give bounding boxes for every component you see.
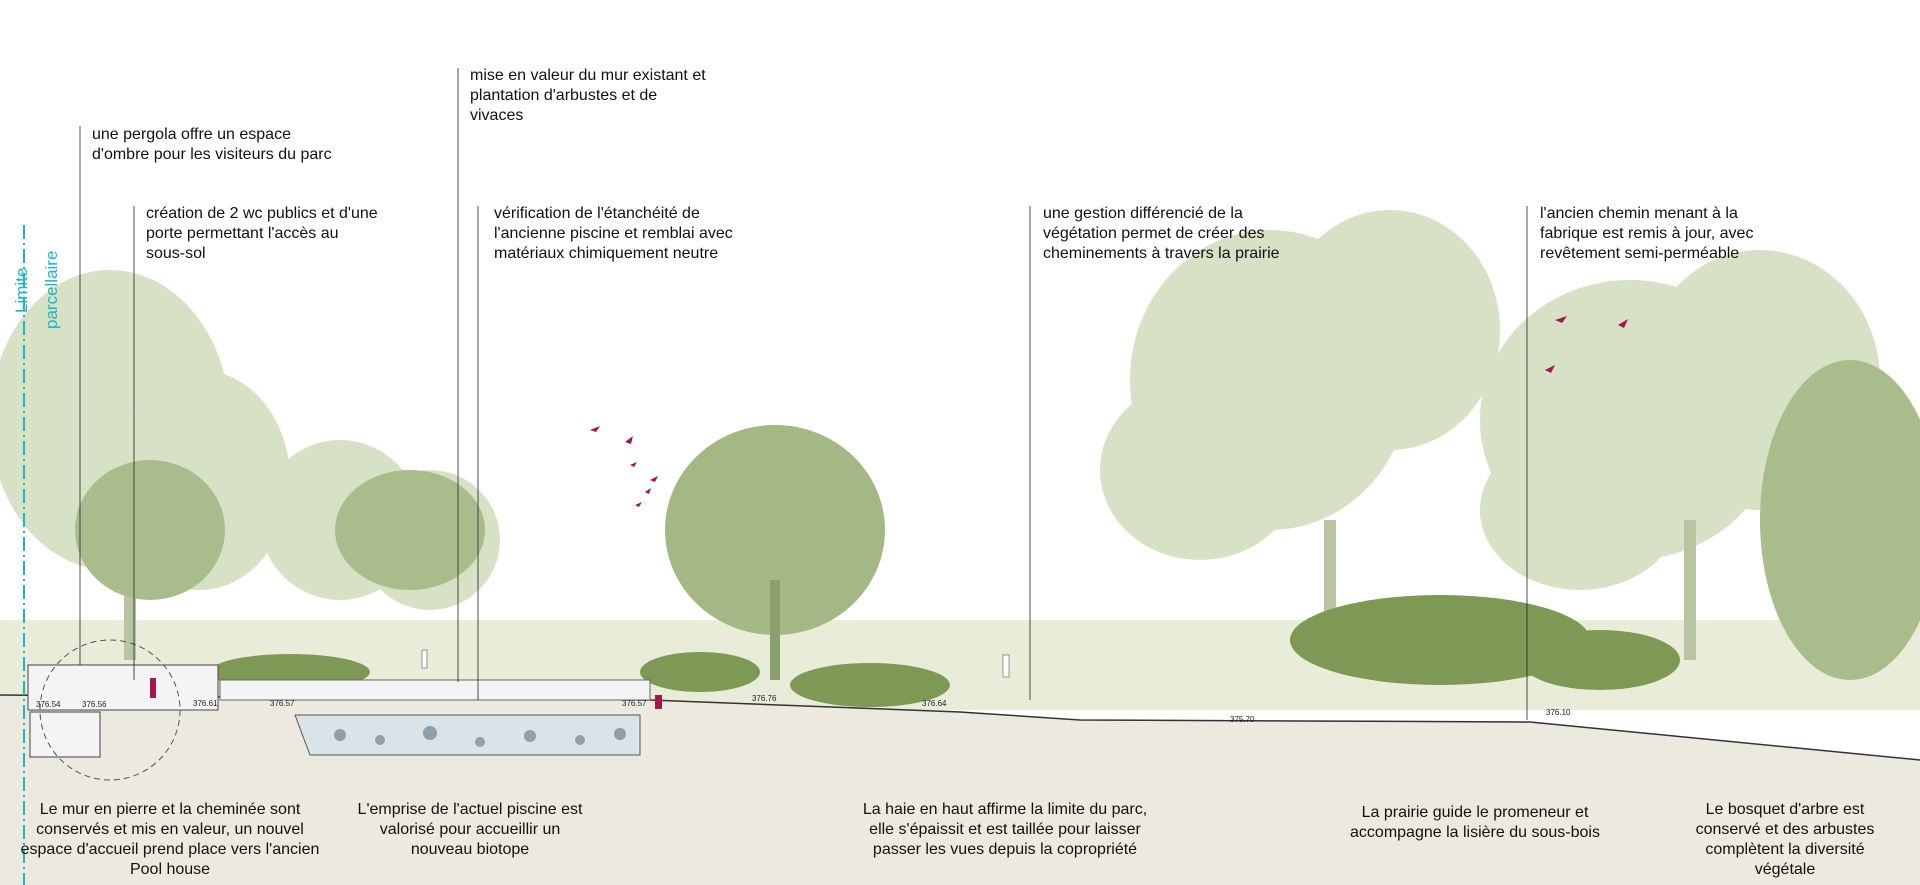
annotation-line: cheminements à travers la prairie [1043, 245, 1280, 262]
caption-line: complètent la diversité [1705, 841, 1865, 858]
caption-line: Le bosquet d'arbre est [1705, 801, 1865, 818]
caption-line: conservés et mis en valeur, un nouvel [36, 821, 304, 838]
elevation-label: 376.56 [82, 700, 107, 709]
annotation-line: revêtement semi-perméable [1540, 245, 1740, 262]
elevation-label: 376.76 [752, 694, 777, 703]
elevation-label: 376.61 [193, 699, 218, 708]
background-trees [0, 210, 1880, 610]
caption-bosquet: Le bosquet d'arbre est conservé et des a… [1660, 800, 1910, 880]
limit-label: Limite parcellaire [12, 250, 61, 330]
annotation-line: porte permettant l'accès au [146, 225, 339, 242]
annotation-line: fabrique est remis à jour, avec [1540, 225, 1754, 242]
caption-line: Pool house [129, 861, 211, 878]
elevation-label: 376.57 [622, 699, 647, 708]
caption-line: elle s'épaissit et est taillée pour lais… [869, 821, 1141, 838]
caption-line: végétale [1754, 861, 1816, 878]
elevation-label: 376.10 [1546, 708, 1571, 717]
leader-lines [79, 68, 1528, 720]
annotation-line: mise en valeur du mur existant et [470, 67, 706, 84]
caption-line: Le mur en pierre et la cheminée sont [39, 801, 301, 818]
annotation-line: d'ombre pour les visiteurs du parc [92, 146, 332, 163]
annotation-line: création de 2 wc publics et d'une [146, 205, 378, 222]
pool-house [27, 664, 219, 711]
detail-circle [39, 639, 181, 781]
annotation-pergola: une pergola offre un espace d'ombre pour… [92, 125, 332, 165]
pool-stones [334, 726, 626, 747]
annotation-line: vivaces [470, 107, 524, 124]
annotation-line: sous-sol [146, 245, 206, 262]
annotation-line: l'ancien chemin menant à la [1540, 205, 1738, 222]
annotation-line: vérification de l'étanchéité de [494, 205, 700, 222]
annotation-piscine: vérification de l'étanchéité de l'ancien… [494, 204, 733, 264]
caption-line: conservé et des arbustes [1695, 821, 1875, 838]
foreground-trees [75, 360, 1920, 680]
elevation-label: 376.64 [922, 699, 947, 708]
elevation-label: 376.54 [36, 700, 61, 709]
annotation-line: une gestion différencié de la [1043, 205, 1243, 222]
annotation-mur: mise en valeur du mur existant et planta… [470, 66, 706, 126]
annotation-line: une pergola offre un espace [92, 126, 291, 143]
existing-wall [219, 679, 651, 701]
caption-biotope: L'emprise de l'actuel piscine est valori… [330, 800, 610, 860]
caption-line: accompagne la lisière du sous-bois [1350, 824, 1600, 841]
elevation-label: 375.70 [1230, 715, 1255, 724]
shrubs [210, 595, 1680, 707]
annotation-line: plantation d'arbustes et de [470, 87, 658, 104]
caption-line: valorisé pour accueillir un [379, 821, 561, 838]
caption-line: nouveau biotope [410, 841, 530, 858]
caption-prairie: La prairie guide le promeneur et accompa… [1330, 803, 1620, 843]
birds [590, 316, 1628, 507]
caption-line: passer les vues depuis la copropriété [872, 841, 1138, 858]
elevation-label: 376.57 [270, 699, 295, 708]
people [150, 649, 1010, 709]
pool-basin [294, 714, 641, 756]
caption-pool-house: Le mur en pierre et la cheminée sont con… [10, 800, 330, 880]
pool-house-basement [29, 711, 101, 758]
caption-line: La prairie guide le promeneur et [1361, 804, 1589, 821]
annotation-gestion: une gestion différencié de la végétation… [1043, 204, 1280, 264]
caption-haie: La haie en haut affirme la limite du par… [845, 800, 1165, 860]
caption-line: L'emprise de l'actuel piscine est [357, 801, 583, 818]
caption-line: La haie en haut affirme la limite du par… [862, 801, 1148, 818]
annotation-line: l'ancienne piscine et remblai avec [494, 225, 733, 242]
caption-line: espace d'accueil prend place vers l'anci… [20, 841, 320, 858]
annotation-line: matériaux chimiquement neutre [494, 245, 719, 262]
annotation-line: végétation permet de créer des [1043, 225, 1265, 242]
annotation-wc: création de 2 wc publics et d'une porte … [146, 204, 378, 264]
annotation-chemin: l'ancien chemin menant à la fabrique est… [1540, 204, 1753, 264]
